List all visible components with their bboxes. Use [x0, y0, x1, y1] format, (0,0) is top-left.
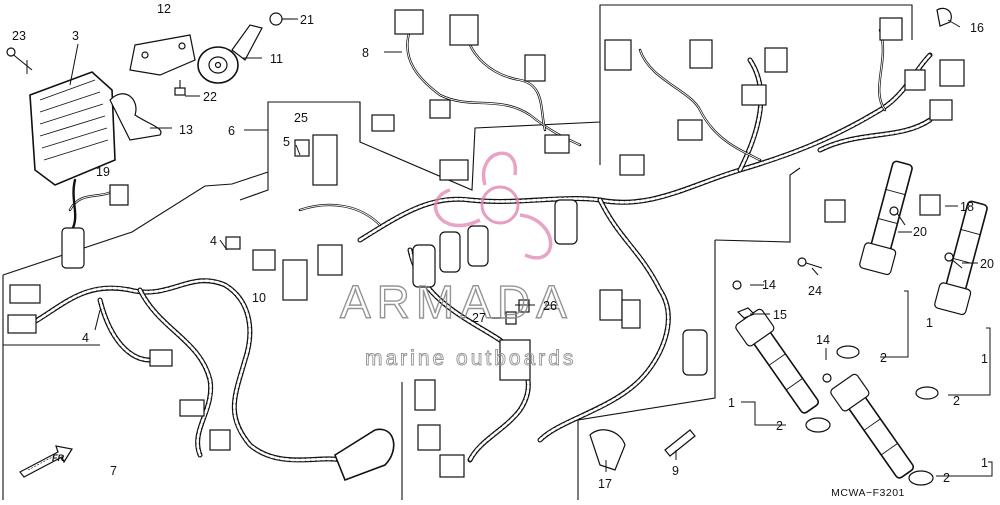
callout-24: 24: [808, 284, 822, 298]
callout-1: 1: [981, 456, 988, 470]
group-outlines: [2, 4, 913, 500]
callout-26: 26: [543, 299, 557, 313]
callout-16: 16: [970, 21, 984, 35]
callout-4: 4: [82, 331, 89, 345]
watermark-title: ARMADA: [340, 276, 573, 328]
callout-2: 2: [776, 419, 783, 433]
callout-14: 14: [762, 278, 776, 292]
watermark-subtitle: marine outboards: [365, 347, 576, 370]
callout-14: 14: [816, 333, 830, 347]
leader-lines: [26, 18, 993, 477]
fasteners: [6, 12, 292, 96]
callout-20: 20: [913, 225, 927, 239]
seals: [805, 345, 939, 486]
bracket-12: [129, 34, 196, 76]
callout-19: 19: [96, 165, 110, 179]
callout-23: 23: [12, 29, 26, 43]
callout-4: 4: [210, 234, 217, 248]
callout-5: 5: [283, 135, 290, 149]
callout-2: 2: [880, 351, 887, 365]
ignition-coils: [735, 160, 988, 479]
main-wire-harness: [17, 278, 343, 463]
callout-12: 12: [157, 2, 171, 16]
callout-6: 6: [228, 124, 235, 138]
drawing-code: MCWA−F3201: [831, 487, 905, 499]
watermark: ARMADA marine outboards: [339, 151, 576, 370]
callout-1: 1: [981, 352, 988, 366]
callout-10: 10: [252, 291, 266, 305]
callout-15: 15: [773, 308, 787, 322]
callout-1: 1: [926, 316, 933, 330]
callout-27: 27: [472, 311, 486, 325]
callout-22: 22: [203, 90, 217, 104]
callout-3: 3: [72, 29, 79, 43]
watermark-logo-icon: [433, 151, 553, 260]
connectors: [7, 9, 965, 478]
callout-1: 1: [728, 396, 735, 410]
callout-18: 18: [960, 200, 974, 214]
thin-wires: [68, 28, 887, 227]
callout-labels: 1 1 1 1 2 2 2 2 3 4 4 5 6 7 8 9 10 11 12…: [12, 2, 994, 491]
callout-25: 25: [294, 111, 308, 125]
stay-13: [109, 93, 162, 141]
front-direction-arrow: FR.: [19, 445, 73, 478]
regulator-rectifier: [29, 71, 129, 269]
cylinders: [334, 199, 708, 482]
callout-2: 2: [953, 394, 960, 408]
callout-8: 8: [362, 46, 369, 60]
callout-20: 20: [980, 257, 994, 271]
callout-2: 2: [943, 471, 950, 485]
callout-7: 7: [110, 464, 117, 478]
callout-11: 11: [270, 52, 283, 66]
callout-9: 9: [672, 464, 679, 478]
horn-11: [197, 24, 263, 84]
callout-21: 21: [300, 13, 314, 27]
callout-13: 13: [179, 123, 193, 137]
callout-17: 17: [598, 477, 612, 491]
front-direction-label: FR.: [52, 453, 67, 463]
